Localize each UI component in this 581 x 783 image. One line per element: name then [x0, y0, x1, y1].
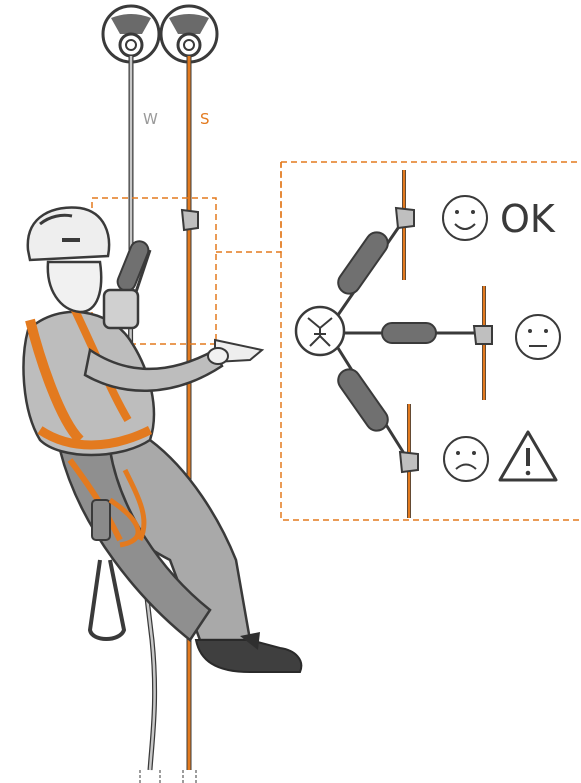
- safety-rope-label: S: [200, 110, 210, 128]
- lanyard-device-below: [334, 348, 418, 518]
- safety-rope-anchor: [161, 6, 217, 62]
- working-rope-anchor: [103, 6, 159, 62]
- detail-connector-line: [216, 162, 281, 252]
- working-rope-label: W: [143, 110, 158, 128]
- smiley-sad-icon: [444, 437, 488, 481]
- ok-label: OK: [500, 197, 556, 241]
- smiley-neutral-icon: [516, 315, 560, 359]
- warning-triangle-icon: [500, 432, 556, 480]
- safety-rope: [183, 56, 196, 783]
- harness-icon: [296, 307, 344, 355]
- inset-panel: OK: [281, 162, 581, 520]
- rope-access-technician: [24, 207, 302, 672]
- lanyard-device-above: [334, 170, 414, 315]
- lanyard-device-level: [344, 286, 492, 400]
- smiley-happy-icon: [443, 196, 487, 240]
